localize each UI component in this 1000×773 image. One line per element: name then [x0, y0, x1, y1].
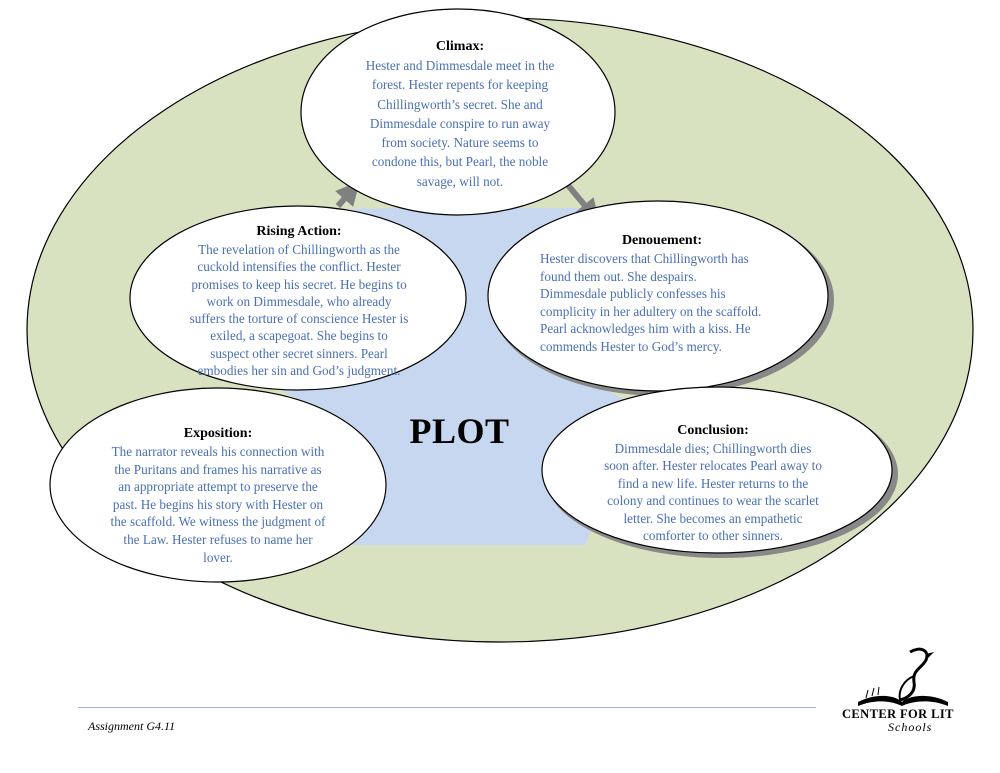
- conclusion-text: Conclusion: Dimmesdale dies; Chillingwor…: [582, 422, 844, 544]
- exposition-title: Exposition:: [183, 426, 253, 441]
- exposition-body: The narrator reveals his connection with…: [110, 444, 326, 565]
- denouement-title: Denouement:: [621, 233, 703, 248]
- rising-action-ellipse: [129, 205, 467, 391]
- rising-action-body: The revelation of Chillingworth as the c…: [189, 242, 409, 379]
- rising-action-text: Rising Action: The revelation of Chillin…: [168, 223, 430, 379]
- denouement-body: Hester discovers that Chillingworth has …: [540, 251, 762, 354]
- denouement-ellipse: [487, 200, 829, 392]
- logo-subtitle: Schools: [888, 720, 933, 734]
- assignment-label: Assignment G4.11: [88, 719, 176, 733]
- conclusion-ellipse: [541, 386, 893, 554]
- conclusion-body: Dimmesdale dies; Chillingworth dies soon…: [604, 441, 822, 544]
- climax-ellipse: [300, 8, 616, 216]
- conclusion-title: Conclusion:: [677, 423, 749, 438]
- climax-body: Hester and Dimmesdale meet in the forest…: [365, 58, 555, 189]
- exposition-ellipse: [49, 387, 387, 583]
- denouement-text: Denouement: Hester discovers that Chilli…: [532, 232, 792, 356]
- plot-label: PLOT: [409, 411, 510, 451]
- climax-text: Climax: Hester and Dimmesdale meet in th…: [330, 38, 590, 191]
- climax-title: Climax:: [435, 39, 485, 54]
- exposition-text: Exposition: The narrator reveals his con…: [92, 425, 344, 566]
- arrow-rising-to-climax: [335, 180, 360, 208]
- logo-title: CENTER FOR LIT: [842, 707, 954, 721]
- footer-divider: [78, 707, 816, 708]
- rising-action-title: Rising Action:: [256, 224, 342, 239]
- center-for-lit-logo: [858, 647, 948, 706]
